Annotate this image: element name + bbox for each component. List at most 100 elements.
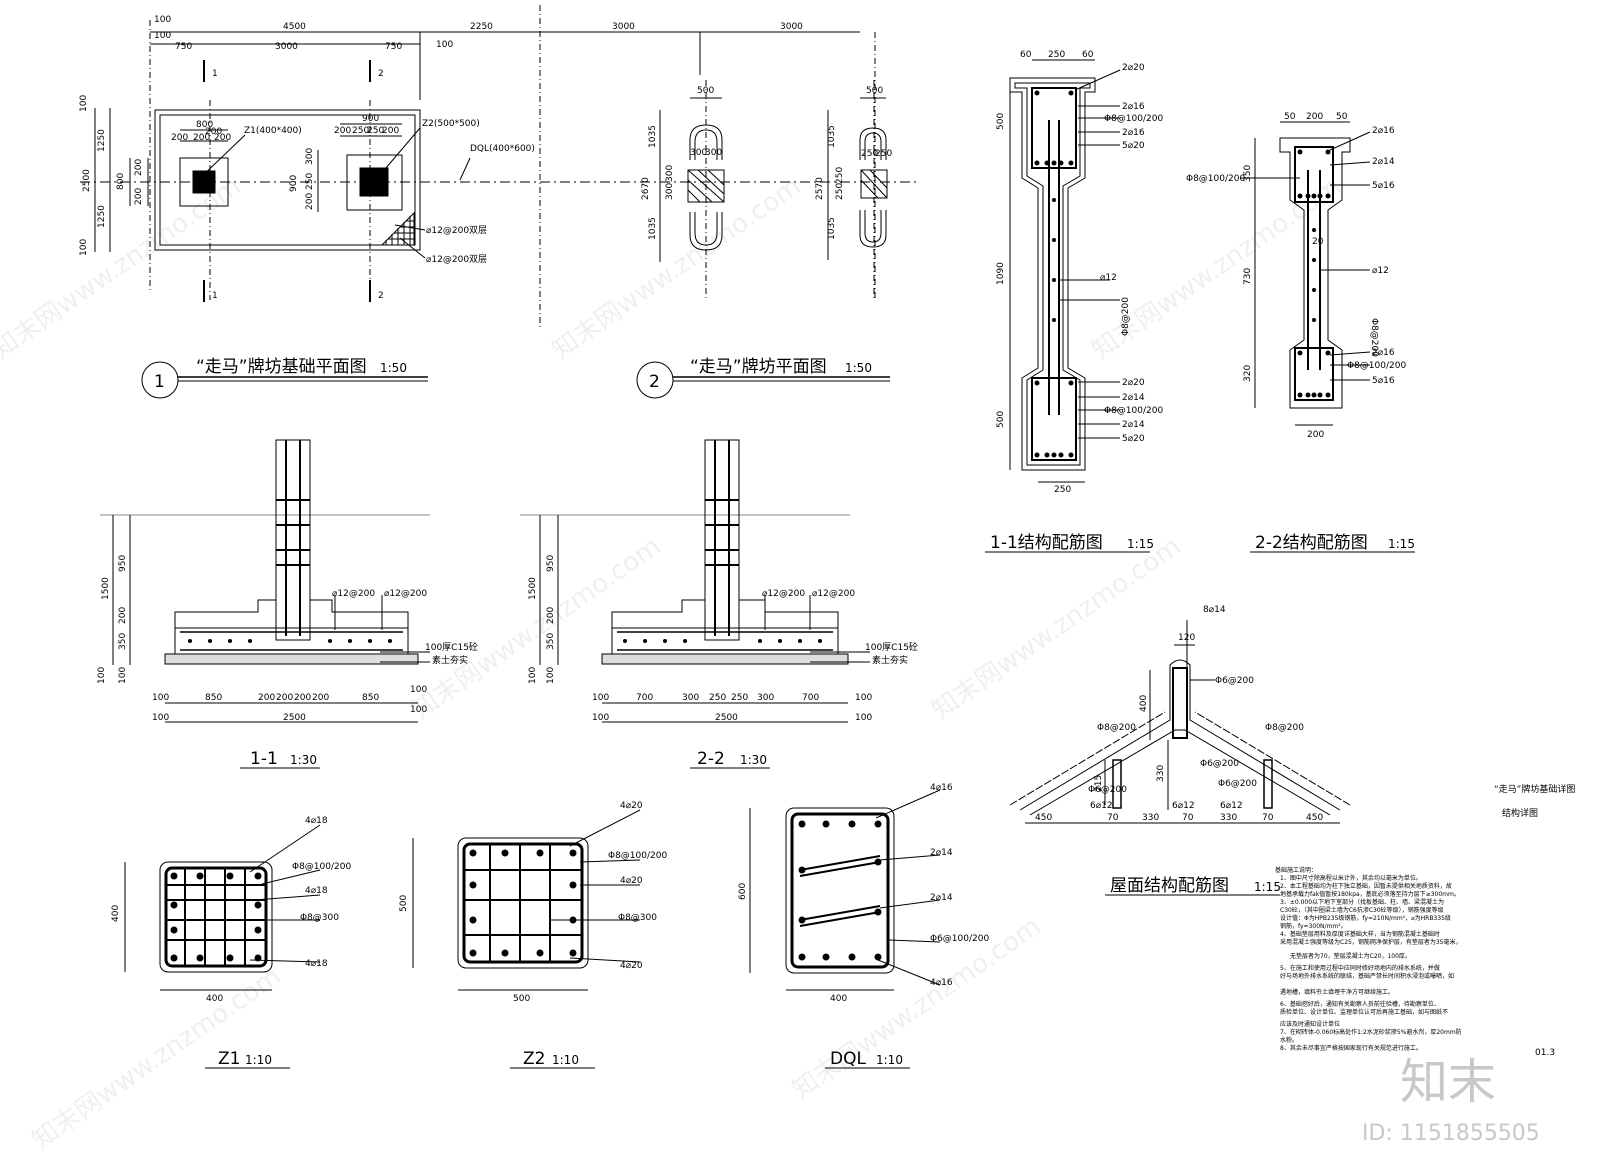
s22-v-730: 730	[1243, 268, 1253, 285]
corner-number: 01.3	[1535, 1048, 1555, 1058]
drawing-number-1: 1	[154, 372, 165, 392]
z2-dim-200b: 200	[382, 126, 399, 136]
notes-heading: 基础施工说明：	[1275, 866, 1317, 874]
note-line-9: 无垫层者为70，垫层混凝土为C20，100厚。	[1290, 952, 1411, 960]
sec11-b2-2500: 2500	[283, 713, 306, 723]
s22-v-320: 320	[1243, 365, 1253, 382]
note-line-18: 8、其余未尽事宜严格按国家现行有关规范进行施工。	[1280, 1044, 1422, 1052]
z1-dim-200a: 200	[205, 127, 222, 137]
label-mesh-top: ⌀12@200双层	[426, 225, 487, 236]
sec22-b2-2500: 2500	[715, 713, 738, 723]
roof-section: 120 8⌀14 Φ6@200 Φ8@200 Φ8@200 Φ6@200 Φ6@…	[1009, 605, 1351, 896]
s22-label-1: 2⌀14	[1372, 157, 1395, 167]
title-struct-1-1: 1-1结构配筋图	[990, 533, 1103, 553]
slab-outline	[154, 109, 421, 251]
z2-dim-250b: 250	[367, 126, 384, 136]
dim-top-3000a: 3000	[612, 22, 635, 32]
dim-top-100: 100	[154, 15, 171, 25]
pillar-right-250a: 250	[861, 149, 878, 159]
dim-left-1250b: 1250	[97, 205, 107, 228]
watermark: 知末网www.znzmo.com	[0, 171, 247, 365]
sec22-b1-250b: 250	[731, 693, 748, 703]
title-section-2-2: 2-2	[697, 749, 725, 769]
s22-label-0: 2⌀16	[1372, 126, 1395, 136]
roof-dim-330: 330	[1156, 765, 1166, 782]
sec11-b1-850b: 850	[362, 693, 379, 703]
z1-label-0: 4⌀18	[305, 816, 328, 826]
sec11-dim-350: 350	[118, 633, 128, 650]
z2-dim-300v: 300	[305, 148, 315, 165]
s11-top-60a: 60	[1020, 50, 1032, 60]
sec11-b1-100b: 100	[410, 685, 427, 695]
dim-left-2500: 2500	[82, 169, 92, 192]
note-line-13: 6、基础挖好后，通知有关勘察人员前往验槽，待勘察单位、	[1280, 1000, 1440, 1008]
dql-label-3: Φ6@100/200	[930, 934, 989, 944]
note-line-1: 2、本工程基础均为柱下独立基础，因暂未提供相关地质资料，故	[1280, 882, 1452, 890]
pillar-right-250c: 250	[835, 167, 845, 184]
rebar-mesh-hatch	[380, 211, 415, 246]
watermark: 知末网www.znzmo.com	[407, 531, 667, 725]
z1-label-3: Φ8@300	[300, 913, 339, 923]
s22-label-6: Φ8@100/200	[1347, 361, 1406, 371]
roof-dim-330a: 330	[1142, 813, 1159, 823]
sec22-note-soil: 素土夯实	[872, 654, 908, 666]
z2-label-4: 4⌀20	[620, 961, 643, 971]
pillar-right-250d: 250	[835, 183, 845, 200]
z2-detail: 4⌀20 Φ8@100/200 4⌀20 Φ8@300 4⌀20 500 500…	[399, 801, 667, 1069]
note-line-3: 3、±0.000以下地下室部分（找板基础、柱、墙、梁混凝土为	[1280, 898, 1444, 906]
sec11-rebar-b: ⌀12@200	[384, 589, 427, 599]
roof-dim-330b: 330	[1220, 813, 1237, 823]
brand-logo: 知末	[1400, 1054, 1496, 1110]
sec11-b1-200b: 200	[276, 693, 293, 703]
dql-label-1: 2⌀14	[930, 848, 953, 858]
section-1-1: ⌀12@200 ⌀12@200 100厚C15砼 素土夯实 1500 950 2…	[97, 439, 478, 769]
note-line-5: 设计值：Φ为HPB235级钢筋，fy=210N/mm²，⌀为HRB335级	[1280, 914, 1451, 922]
s22-v-350: 350	[1243, 165, 1253, 182]
sec11-b1-200d: 200	[312, 693, 329, 703]
s22-top-50b: 50	[1336, 112, 1348, 122]
pillar-right-1035b: 1035	[827, 217, 837, 240]
z1-label-1: Φ8@100/200	[292, 862, 351, 872]
sec11-rebar-a: ⌀12@200	[332, 589, 375, 599]
sheet-title-line1: “走马”牌坊基础详图	[1494, 783, 1575, 795]
id-label: ID: 1151855505	[1362, 1121, 1540, 1146]
pillar-right-2570: 2570	[815, 177, 825, 200]
sec22-b1-100a: 100	[592, 693, 609, 703]
sec11-b2-100b: 100	[410, 705, 427, 715]
cut-mark-1-bottom: 1	[212, 291, 218, 301]
roof-dim-70b: 70	[1182, 813, 1194, 823]
z2-label-0: 4⌀20	[620, 801, 643, 811]
dim-top-2250: 2250	[470, 22, 493, 32]
label-z1: Z1(400*400)	[244, 126, 302, 136]
roof-dim-120: 120	[1178, 633, 1195, 643]
sec22-dim-200: 200	[546, 607, 556, 624]
note-line-2: 地基承载力fak值暂按180kpa，基底必须落至持力层下≥300mm。	[1280, 890, 1460, 898]
s11-v-500a: 500	[996, 113, 1006, 130]
z1-label-2: 4⌀18	[305, 886, 328, 896]
label-dql: DQL(400*600)	[470, 144, 535, 154]
pillar-right-1035a: 1035	[827, 125, 837, 148]
label-mesh-bottom: ⌀12@200双层	[426, 254, 487, 265]
sec22-dim-1500: 1500	[528, 577, 538, 600]
sec22-dim-950: 950	[546, 555, 556, 572]
foundation-plan: 100 4500 2250 3000 3000 100 750 3000 750…	[79, 5, 920, 399]
s22-mid-label: 20	[1312, 237, 1324, 247]
dim-left-1250a: 1250	[97, 129, 107, 152]
pillar-left-1035b: 1035	[648, 217, 658, 240]
pillar-left-300c: 300	[665, 165, 675, 182]
note-line-12: 遇地槽，填料夯土填埋干净方可继续施工。	[1280, 988, 1394, 996]
z2-dim-v: 500	[399, 895, 409, 912]
z2-dim-250v: 250	[305, 173, 315, 190]
s11-label-10: 2⌀14	[1122, 420, 1145, 430]
dql-label-4: 4⌀16	[930, 978, 953, 988]
s11-v-500b: 500	[996, 411, 1006, 428]
s22-left-label: Φ8@100/200	[1186, 174, 1245, 184]
section-2-2: ⌀12@200 ⌀12@200 100厚C15砼 素土夯实 1500 950 2…	[520, 439, 918, 769]
s11-label-4: 5⌀20	[1122, 141, 1145, 151]
scale-dql: 1:10	[876, 1053, 903, 1067]
sec11-note-soil: 素土夯实	[432, 654, 468, 666]
s11-label-1: 2⌀16	[1122, 102, 1145, 112]
archway-plan: 500 1035 300 300 300 300 2670 1035 500 1…	[636, 80, 892, 399]
sec11-b1-850a: 850	[205, 693, 222, 703]
